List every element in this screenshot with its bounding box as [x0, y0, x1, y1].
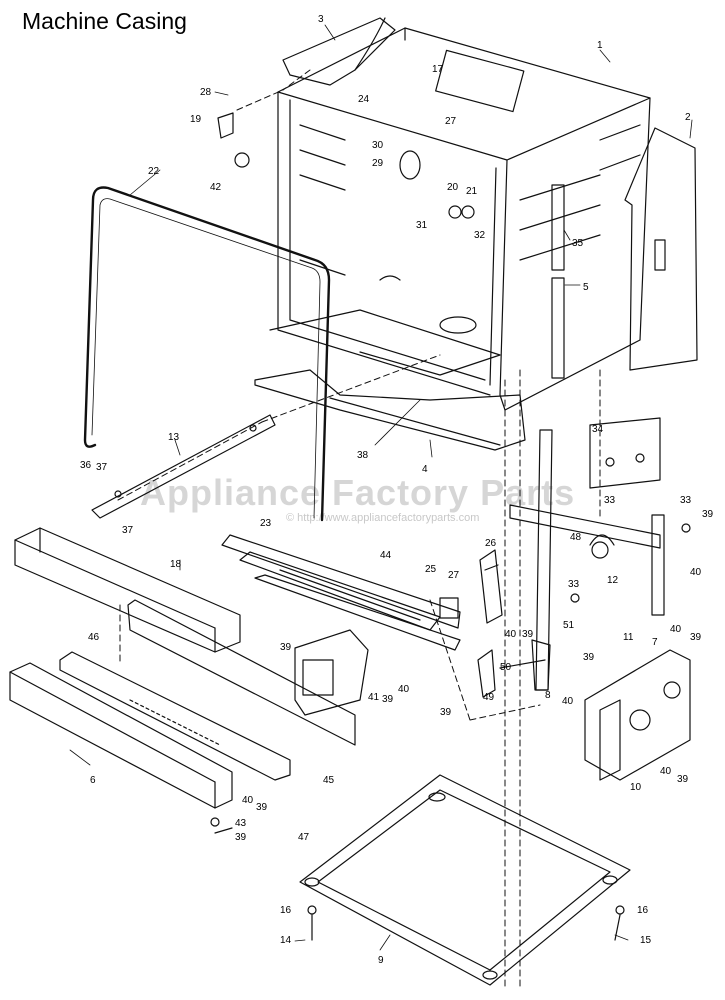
callout-43: 43	[235, 818, 247, 829]
dashed-guides	[117, 69, 601, 991]
leader-lines	[69, 24, 693, 951]
callout-44: 44	[380, 550, 392, 561]
base-tray	[254, 369, 526, 451]
callout-labels: 1 2 3 17 28 24 19 27 30 29 42 22 20 21 3…	[80, 14, 714, 966]
control-frame	[221, 534, 461, 651]
callout-39-e: 39	[583, 652, 595, 663]
callout-38: 38	[357, 450, 369, 461]
cross-member	[509, 504, 665, 616]
callout-32: 32	[474, 230, 486, 241]
callout-28: 28	[200, 87, 212, 98]
watermark-brand: Appliance Factory Parts	[140, 472, 576, 513]
callout-42: 42	[210, 182, 222, 193]
kickplate-beam	[14, 527, 241, 653]
kickplate	[9, 662, 233, 809]
callout-21: 21	[466, 186, 478, 197]
callout-19: 19	[190, 114, 202, 125]
callout-26: 26	[485, 538, 497, 549]
callout-40-e: 40	[562, 696, 574, 707]
support-bracket	[589, 417, 661, 489]
callout-40-b: 40	[670, 624, 682, 635]
rail	[91, 414, 276, 519]
callout-39-f: 39	[382, 694, 394, 705]
callout-7: 7	[652, 637, 658, 648]
callout-31: 31	[416, 220, 428, 231]
hinge-assembly	[584, 649, 691, 781]
watermark-url: © http://www.appliancefactoryparts.com	[286, 512, 480, 524]
callout-17: 17	[432, 64, 444, 75]
callout-9: 9	[378, 955, 384, 966]
control-module	[294, 629, 369, 716]
diagram-title: Machine Casing	[22, 8, 187, 34]
callout-49: 49	[483, 692, 495, 703]
hardware-screws	[210, 112, 691, 941]
callout-16-left: 16	[280, 905, 292, 916]
callout-37-a: 37	[96, 462, 108, 473]
callout-45: 45	[323, 775, 335, 786]
side-panel	[624, 127, 698, 371]
callout-27-top: 27	[445, 116, 457, 127]
callout-51: 51	[563, 620, 575, 631]
callout-27-mid: 27	[448, 570, 460, 581]
callout-14: 14	[280, 935, 292, 946]
callout-39-i: 39	[677, 774, 689, 785]
cabinet-frame	[269, 27, 651, 411]
callout-25: 25	[425, 564, 437, 575]
callout-18: 18	[170, 559, 182, 570]
callout-35: 35	[572, 238, 584, 249]
callout-33-a: 33	[604, 495, 616, 506]
callout-23: 23	[260, 518, 272, 529]
callout-12: 12	[607, 575, 619, 586]
callout-50: 50	[500, 662, 512, 673]
callout-39-h: 39	[256, 802, 268, 813]
callout-20: 20	[447, 182, 459, 193]
callout-36: 36	[80, 460, 92, 471]
callout-22: 22	[148, 166, 160, 177]
callout-40-d: 40	[398, 684, 410, 695]
callout-6: 6	[90, 775, 96, 786]
callout-34: 34	[592, 424, 604, 435]
callout-39-g: 39	[440, 707, 452, 718]
callout-47: 47	[298, 832, 310, 843]
callout-15: 15	[640, 935, 652, 946]
callout-46: 46	[88, 632, 100, 643]
callout-30: 30	[372, 140, 384, 151]
front-panel	[127, 599, 356, 746]
callout-33-b: 33	[680, 495, 692, 506]
callout-2: 2	[685, 112, 691, 123]
callout-40-a: 40	[690, 567, 702, 578]
vertical-strips	[551, 184, 565, 379]
door-seal	[83, 186, 331, 522]
callout-3: 3	[318, 14, 324, 25]
callout-4: 4	[422, 464, 428, 475]
callout-41: 41	[368, 692, 380, 703]
callout-37-b: 37	[122, 525, 134, 536]
callout-5: 5	[583, 282, 589, 293]
hinge-parts	[477, 549, 546, 698]
callout-39-a: 39	[702, 509, 714, 520]
callout-33-c: 33	[568, 579, 580, 590]
mounting-strip	[59, 651, 291, 781]
callout-16-right: 16	[637, 905, 649, 916]
callout-29: 29	[372, 158, 384, 169]
vertical-strut	[531, 429, 553, 691]
callout-40-g: 40	[660, 766, 672, 777]
callout-39-d: 39	[280, 642, 292, 653]
callout-40-f: 40	[242, 795, 254, 806]
callout-10: 10	[630, 782, 642, 793]
top-panel	[282, 17, 396, 86]
callout-8: 8	[545, 690, 551, 701]
callout-39-c: 39	[522, 629, 534, 640]
callout-39-j: 39	[235, 832, 247, 843]
bottom-plate	[299, 774, 631, 986]
callout-40-c: 40	[505, 629, 517, 640]
callout-11: 11	[623, 632, 634, 643]
callout-13: 13	[168, 432, 180, 443]
callout-1: 1	[597, 40, 603, 51]
callout-24: 24	[358, 94, 370, 105]
callout-39-b: 39	[690, 632, 702, 643]
callout-48: 48	[570, 532, 582, 543]
